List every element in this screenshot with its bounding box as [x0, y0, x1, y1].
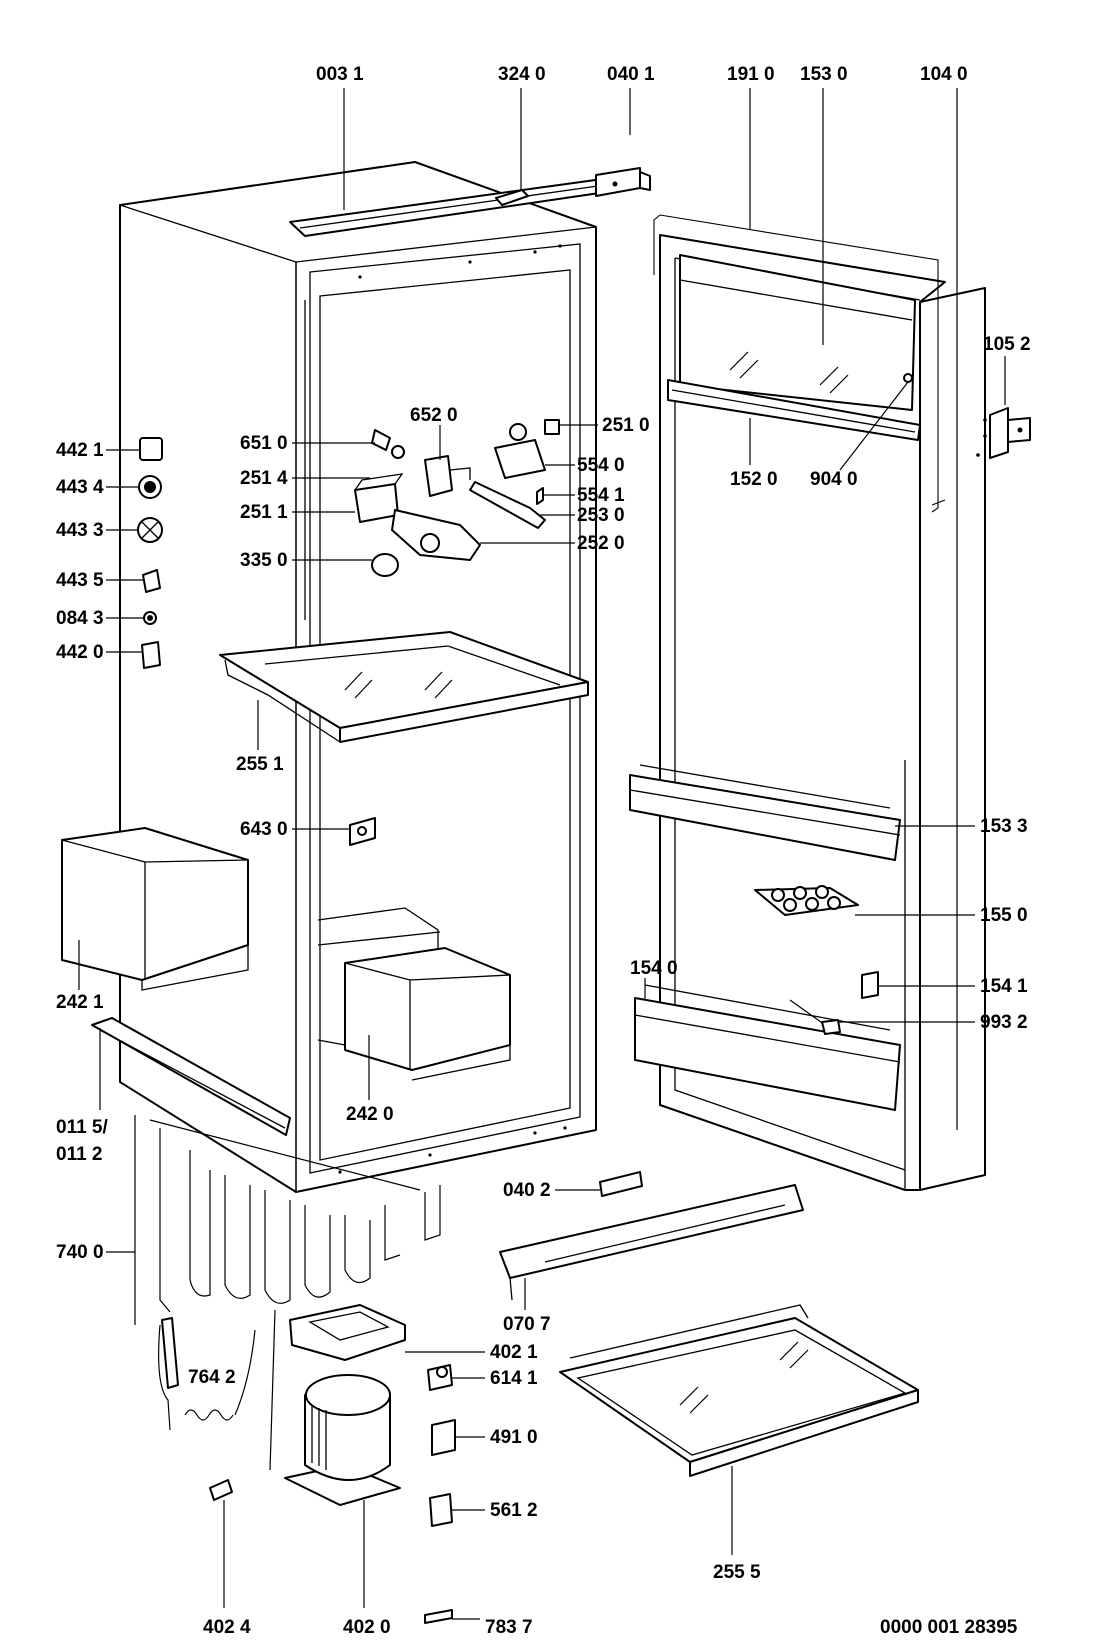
label-740-0: 740 0	[56, 1242, 104, 1263]
label-251-0: 251 0	[602, 415, 650, 436]
label-242-1: 242 1	[56, 992, 104, 1013]
label-764-2: 764 2	[188, 1367, 236, 1388]
label-152-0: 152 0	[730, 469, 778, 490]
label-154-1: 154 1	[980, 976, 1028, 997]
label-561-2: 561 2	[490, 1500, 538, 1521]
label-252-0: 252 0	[577, 533, 625, 554]
temperature-sensor-part	[789, 999, 841, 1035]
label-255-1: 255 1	[236, 754, 284, 775]
door-shelf-lower	[634, 984, 901, 1111]
label-442-0: 442 0	[56, 642, 104, 663]
label-491-0: 491 0	[490, 1427, 538, 1448]
label-011-2: 011 2	[56, 1144, 103, 1165]
label-040-2: 040 2	[503, 1180, 551, 1201]
label-904-0: 904 0	[810, 469, 858, 490]
label-554-0: 554 0	[577, 455, 625, 476]
compressor-mount	[289, 1304, 406, 1361]
upper-door-balcony	[667, 254, 921, 441]
small-clip-part	[495, 189, 529, 206]
label-104-0: 104 0	[920, 64, 968, 85]
label-443-3: 443 3	[56, 520, 104, 541]
label-251-1: 251 1	[240, 502, 288, 523]
label-614-1: 614 1	[490, 1368, 538, 1389]
capillary-tube	[158, 1309, 276, 1471]
label-651-0: 651 0	[240, 433, 288, 454]
label-070-7: 070 7	[503, 1314, 551, 1335]
label-402-4: 402 4	[203, 1617, 251, 1638]
interior-light-part	[349, 817, 376, 846]
label-003-1: 003 1	[316, 64, 364, 85]
label-154-0: 154 0	[630, 958, 678, 979]
label-442-1: 442 1	[56, 440, 104, 461]
glass-shelf-upper	[219, 631, 589, 743]
top-bracket-part	[595, 167, 651, 197]
label-993-2: 993 2	[980, 1012, 1028, 1033]
door-hinge-part	[989, 407, 1031, 459]
label-255-5: 255 5	[713, 1562, 761, 1583]
label-105-2: 105 2	[983, 334, 1031, 355]
label-643-0: 643 0	[240, 819, 288, 840]
label-443-5: 443 5	[56, 570, 104, 591]
part-labels: 003 1 324 0 040 1 191 0 153 0 104 0 105 …	[56, 64, 1031, 1638]
label-011-5: 011 5/	[56, 1117, 108, 1138]
vegetable-drawer-left	[61, 827, 249, 991]
small-door-clip	[861, 971, 879, 999]
door-gasket	[653, 214, 946, 513]
electrical-parts	[209, 1364, 456, 1624]
leader-lines	[78, 88, 1006, 1620]
label-324-0: 324 0	[498, 64, 546, 85]
left-small-parts	[137, 437, 163, 669]
compressor	[284, 1374, 401, 1506]
label-191-0: 191 0	[727, 64, 775, 85]
label-554-1: 554 1	[577, 485, 625, 506]
label-443-4: 443 4	[56, 477, 104, 498]
label-155-0: 155 0	[980, 905, 1028, 926]
bottom-bracket-part	[599, 1171, 643, 1197]
label-040-1: 040 1	[607, 64, 655, 85]
refrigerator-door	[659, 234, 987, 1191]
condenser	[134, 1115, 441, 1325]
egg-tray	[754, 885, 859, 916]
document-number: 0000 001 28395	[880, 1617, 1018, 1638]
bottom-rail	[499, 1184, 804, 1301]
label-153-0: 153 0	[800, 64, 848, 85]
label-652-0: 652 0	[410, 405, 458, 426]
bottom-cover-rail	[91, 1017, 291, 1136]
glass-shelf-lower	[559, 1304, 919, 1477]
label-242-0: 242 0	[346, 1104, 394, 1125]
label-335-0: 335 0	[240, 550, 288, 571]
label-153-3: 153 3	[980, 816, 1028, 837]
door-shelf-middle	[629, 764, 901, 861]
label-783-7: 783 7	[485, 1617, 533, 1638]
label-402-1: 402 1	[490, 1342, 538, 1363]
label-402-0: 402 0	[343, 1617, 391, 1638]
thermostat-parts	[354, 419, 560, 577]
label-253-0: 253 0	[577, 505, 625, 526]
label-251-4: 251 4	[240, 468, 288, 489]
label-084-3: 084 3	[56, 608, 104, 629]
vegetable-drawer-right	[344, 947, 511, 1081]
